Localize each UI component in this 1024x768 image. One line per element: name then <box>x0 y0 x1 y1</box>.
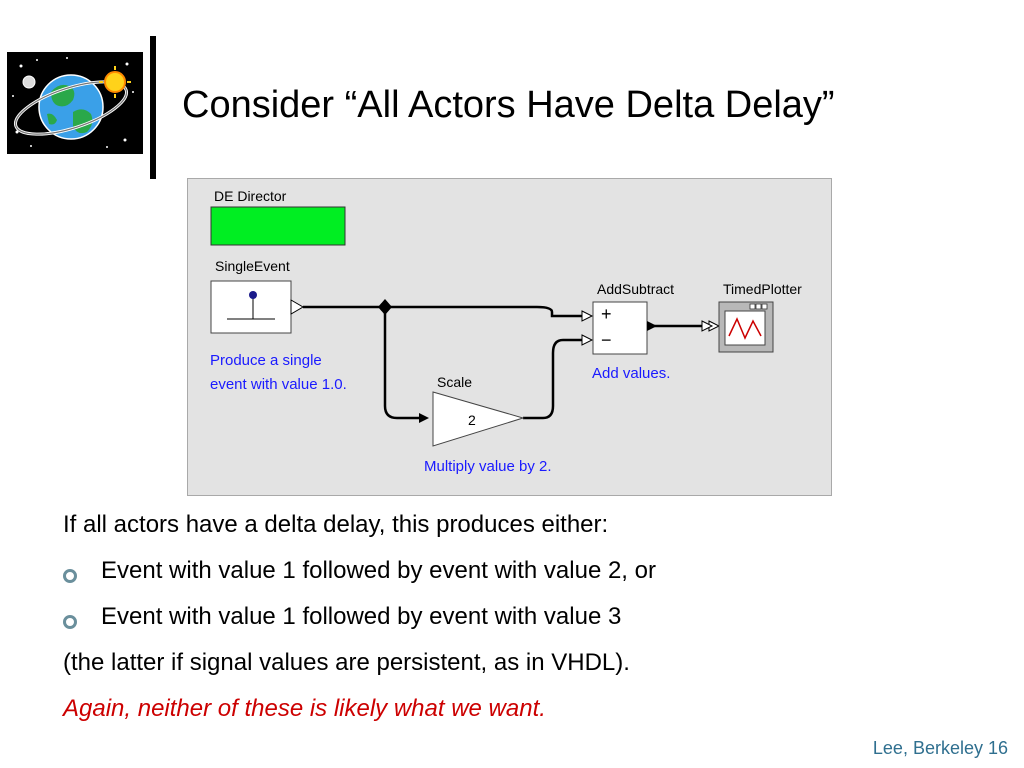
single-event-actor[interactable] <box>210 280 304 334</box>
add-plus-sign: + <box>601 304 612 324</box>
add-caption: Add values. <box>592 365 670 382</box>
title-divider <box>150 36 156 179</box>
timed-plotter-actor[interactable] <box>708 301 774 353</box>
scale-caption: Multiply value by 2. <box>424 458 552 475</box>
single-event-caption-1: Produce a single <box>210 352 322 369</box>
single-event-label: SingleEvent <box>215 258 290 274</box>
timed-plotter-label: TimedPlotter <box>723 281 802 297</box>
slide-footer: Lee, Berkeley 16 <box>872 738 1008 758</box>
scale-actor[interactable] <box>432 391 525 447</box>
add-minus-sign: − <box>601 330 612 350</box>
relation-diamond[interactable] <box>378 299 392 315</box>
scale-label: Scale <box>437 374 472 390</box>
intro-text: If all actors have a delta delay, this p… <box>63 511 609 538</box>
add-subtract-actor[interactable] <box>581 301 657 355</box>
model-diagram: DE Director SingleEvent Produce a single… <box>187 178 832 496</box>
bullet-circle-icon <box>63 615 77 629</box>
bullet-circle-icon <box>63 569 77 583</box>
connection-wires <box>303 305 702 420</box>
single-event-caption-2: event with value 1.0. <box>210 376 347 393</box>
note-text: (the latter if signal values are persist… <box>63 649 630 676</box>
scale-factor: 2 <box>468 412 476 428</box>
globe-logo-icon <box>7 52 143 154</box>
slide-title: Consider “All Actors Have Delta Delay” <box>182 84 835 126</box>
de-director-block[interactable] <box>210 206 346 246</box>
bullet-item: Event with value 1 followed by event wit… <box>101 557 656 584</box>
bullet-item: Event with value 1 followed by event wit… <box>101 603 622 630</box>
add-subtract-label: AddSubtract <box>597 281 674 297</box>
conclusion-text: Again, neither of these is likely what w… <box>63 695 546 722</box>
director-label: DE Director <box>214 188 287 204</box>
